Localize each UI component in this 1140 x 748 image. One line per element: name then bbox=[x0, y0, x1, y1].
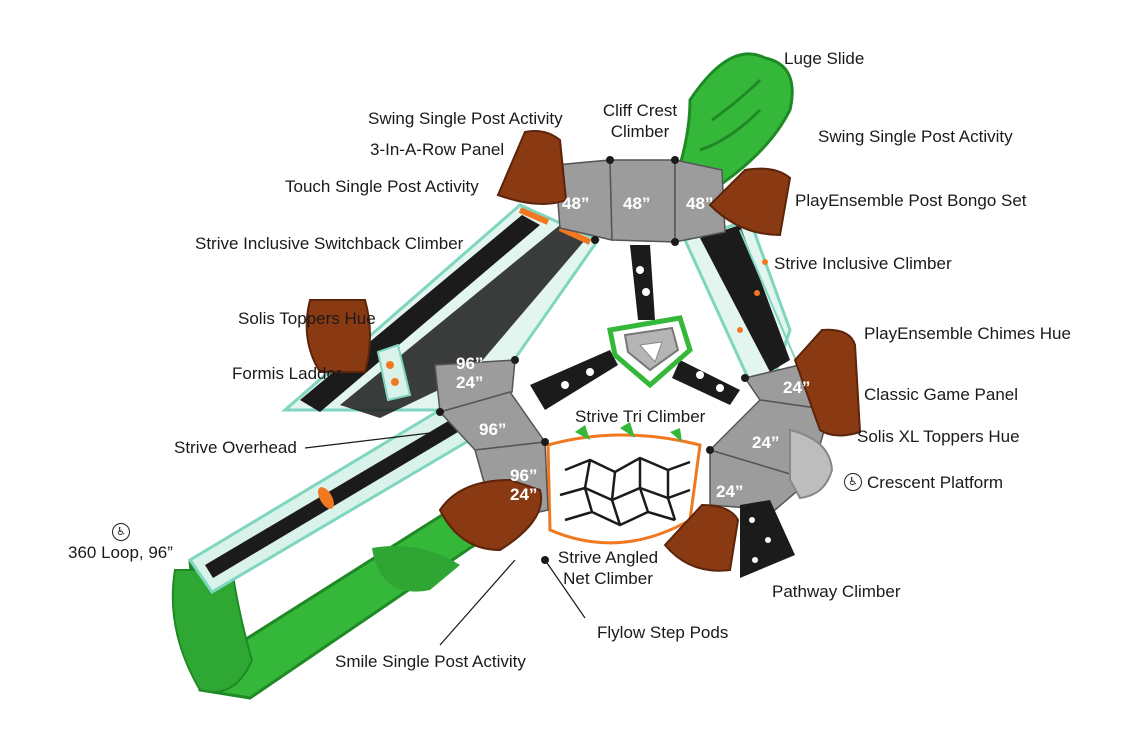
accessible-icon-crescent: ♿ bbox=[844, 473, 862, 491]
deck-height-left-mid: 96” bbox=[479, 420, 506, 439]
label-pathway-climber: Pathway Climber bbox=[772, 582, 901, 601]
deck-height-top-center: 48” bbox=[623, 194, 650, 213]
label-strive-inclusive-switchback-climber: Strive Inclusive Switchback Climber bbox=[195, 234, 464, 253]
label-strive-tri-climber: Strive Tri Climber bbox=[575, 407, 706, 426]
deck-height-right-lower: 24” bbox=[716, 482, 743, 501]
label-cliff-crest-climber: Cliff Crest Climber bbox=[602, 101, 678, 141]
deck-height-left-lower-a: 96” bbox=[510, 466, 537, 485]
deck-height-left-upper-a: 96” bbox=[456, 354, 483, 373]
posts-graphic bbox=[436, 156, 749, 564]
crescent-platform-graphic bbox=[789, 428, 834, 500]
label-crescent-platform: Crescent Platform bbox=[867, 473, 1004, 492]
center-climbers-graphic bbox=[530, 245, 740, 410]
strive-inclusive-climber-graphic bbox=[682, 218, 801, 380]
label-playensemble-post-bongo-set: PlayEnsemble Post Bongo Set bbox=[795, 191, 1027, 210]
label-formis-ladder: Formis Ladder bbox=[232, 364, 342, 383]
toppers-graphic bbox=[305, 130, 862, 572]
label-strive-overhead: Strive Overhead bbox=[174, 438, 297, 457]
deck-height-right-mid: 24” bbox=[752, 433, 779, 452]
label-smile-single-post-activity: Smile Single Post Activity bbox=[335, 652, 526, 671]
deck-height-left-upper-b: 24” bbox=[456, 373, 483, 392]
label-classic-game-panel: Classic Game Panel bbox=[864, 385, 1019, 404]
label-3-in-a-row-panel: 3-In-A-Row Panel bbox=[370, 140, 505, 159]
pathway-climber-graphic bbox=[740, 500, 795, 578]
leader-lines bbox=[304, 429, 586, 646]
loop-slide-graphic bbox=[171, 498, 507, 700]
luge-slide-graphic bbox=[678, 52, 794, 187]
label-flylow-step-pods: Flylow Step Pods bbox=[597, 623, 729, 642]
formis-ladder-graphic bbox=[376, 343, 412, 402]
label-touch-single-post-activity: Touch Single Post Activity bbox=[285, 177, 479, 196]
label-swing-single-post-left: Swing Single Post Activity bbox=[368, 109, 563, 128]
deck-height-left-lower-b: 24” bbox=[510, 485, 537, 504]
label-strive-inclusive-climber: Strive Inclusive Climber bbox=[774, 254, 952, 273]
label-playensemble-chimes-hue: PlayEnsemble Chimes Hue bbox=[864, 324, 1071, 343]
deck-heights: 48” 48” 48” 96” 24” 96” 96” 24” 24” 24” … bbox=[456, 194, 810, 504]
label-solis-toppers-hue: Solis Toppers Hue bbox=[238, 309, 376, 328]
deck-height-right-upper: 24” bbox=[783, 378, 810, 397]
label-360-loop: 360 Loop, 96” bbox=[68, 543, 173, 562]
deck-height-top-right: 48” bbox=[686, 194, 713, 213]
label-solis-xl-toppers-hue: Solis XL Toppers Hue bbox=[857, 427, 1020, 446]
accessible-icon-loop: ♿ bbox=[112, 523, 130, 541]
label-strive-angled-net-climber: Strive Angled Net Climber bbox=[557, 548, 659, 588]
strive-tri-climber-graphic bbox=[607, 315, 693, 389]
angled-net-climber-graphic bbox=[546, 422, 702, 545]
label-luge-slide: Luge Slide bbox=[784, 49, 865, 68]
deck-height-top-left: 48” bbox=[562, 194, 589, 213]
label-swing-single-post-right: Swing Single Post Activity bbox=[818, 127, 1013, 146]
